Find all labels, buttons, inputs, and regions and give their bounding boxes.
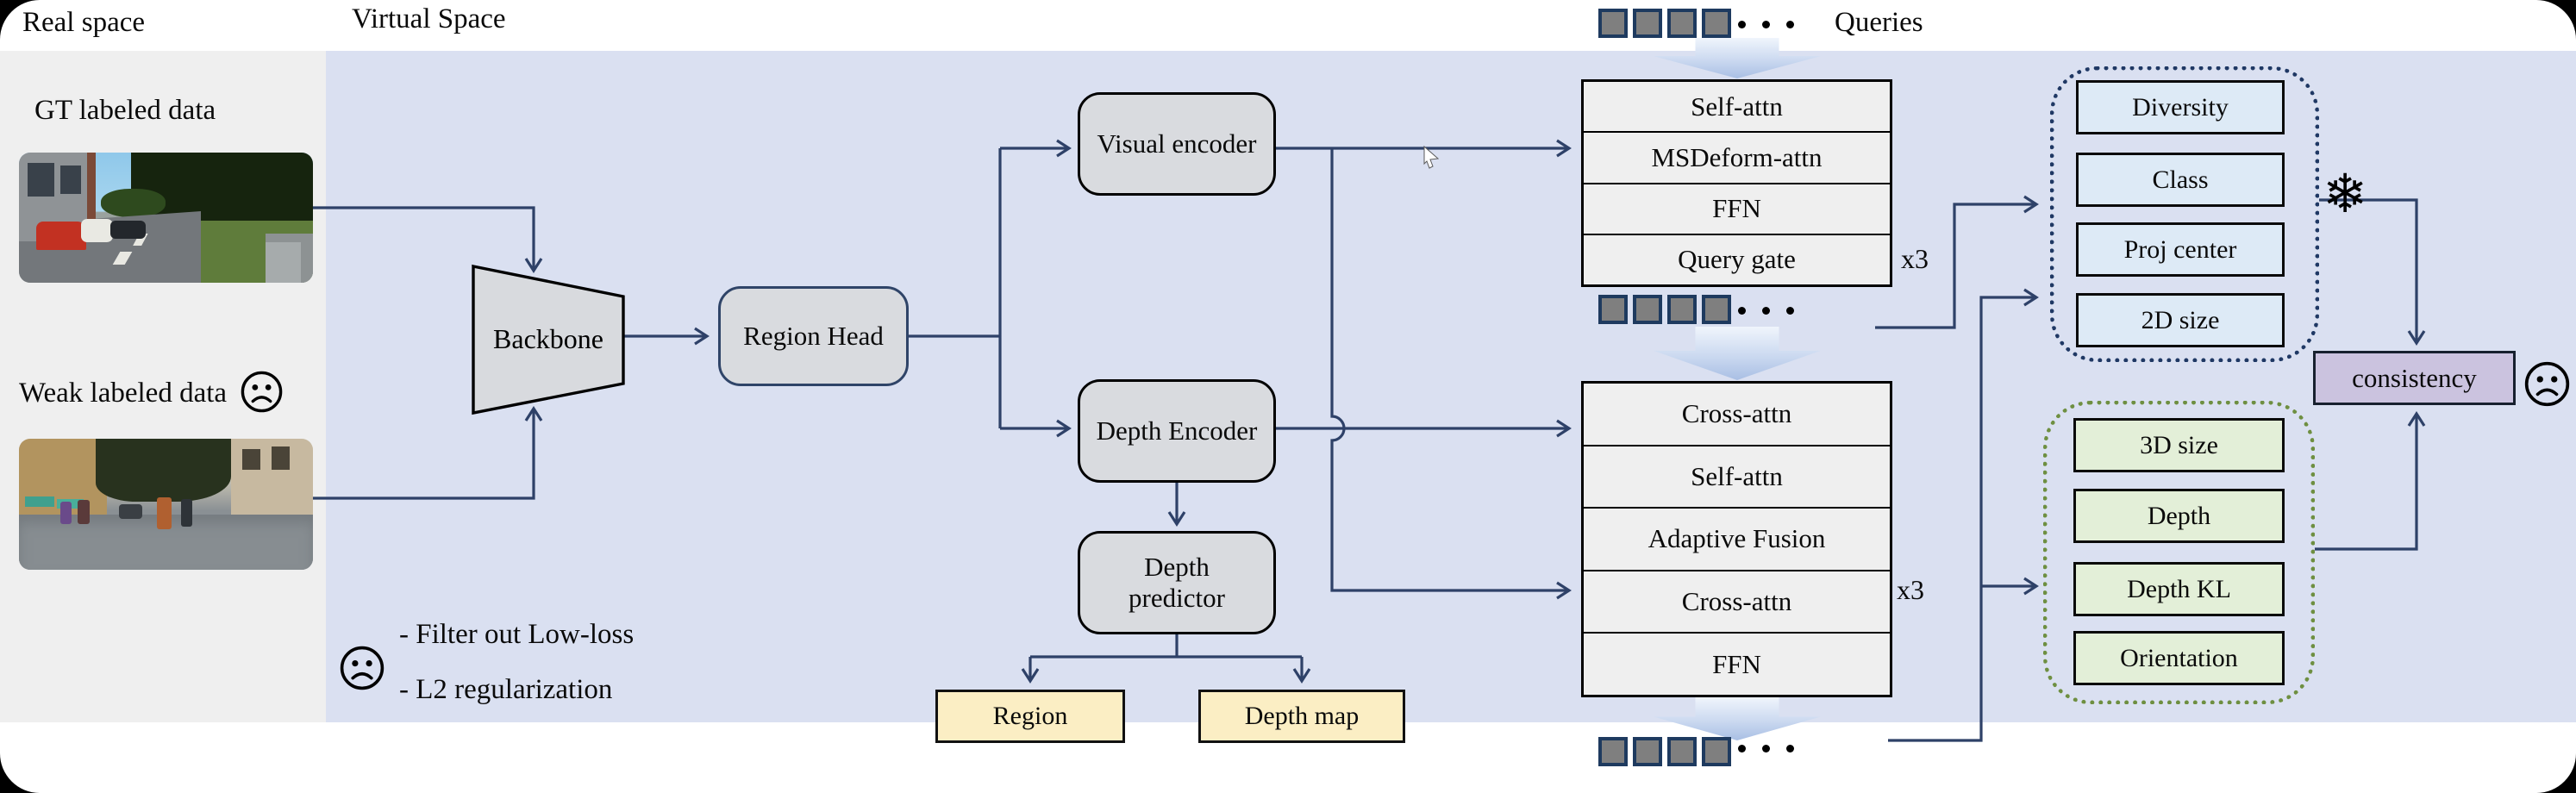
snowflake-icon: ❄ [2323, 162, 2367, 225]
fusion-block: Cross-attn Self-attn Adaptive Fusion Cro… [1581, 381, 1892, 697]
query-token [1702, 295, 1731, 324]
depth-map-output-box: Depth map [1198, 690, 1405, 743]
query-token [1598, 9, 1628, 38]
head-class: Class [2076, 153, 2285, 207]
region-output-box: Region [935, 690, 1125, 743]
query-tokens-mid [1598, 295, 1731, 324]
weak-person2 [78, 500, 90, 524]
decoder-row-query-gate: Query gate [1584, 233, 1890, 284]
sad-face-icon [241, 371, 283, 413]
head-3d-size: 3D size [2073, 418, 2285, 472]
note-l2-regularization: - L2 regularization [399, 674, 613, 705]
query-token [1702, 9, 1731, 38]
query-tokens-input [1598, 9, 1731, 38]
query-token [1633, 9, 1662, 38]
gt-window2 [59, 165, 81, 195]
backbone-shape [472, 264, 625, 415]
decoder-repeat-label: x3 [1901, 243, 1929, 274]
head-proj-center: Proj center [2076, 222, 2285, 277]
query-token [1667, 9, 1697, 38]
fusion-row-ffn: FFN [1584, 632, 1890, 695]
fusion-row-cross-attn-1: Cross-attn [1681, 398, 1792, 429]
gt-steps [266, 233, 313, 283]
gt-data-label: GT labeled data [34, 95, 216, 126]
real-space-label: Real space [22, 7, 146, 38]
query-token [1667, 737, 1697, 766]
head-orientation: Orientation [2073, 631, 2285, 685]
weak-crowd [118, 504, 143, 519]
visual-encoder-node: Visual encoder [1078, 92, 1276, 196]
heads-3d-group [2043, 401, 2315, 704]
weak-person4 [180, 498, 193, 527]
gt-image [19, 153, 313, 283]
decoder-row-self-attn: Self-attn [1691, 91, 1783, 122]
fusion-repeat-label: x3 [1897, 574, 1924, 605]
decoder-row-msdeform-attn: MSDeform-attn [1584, 131, 1890, 182]
gt-window1 [28, 163, 54, 197]
wire-regionhead-split [909, 148, 1002, 428]
head-diversity: Diversity [2076, 80, 2285, 134]
weak-person1 [59, 501, 72, 524]
decoder-block: Self-attn MSDeform-attn FFN Query gate [1581, 79, 1892, 287]
weak-window1 [242, 449, 260, 471]
wire-fusion-to-2d-heads [1888, 288, 2039, 742]
weak-awning1 [24, 496, 54, 508]
region-head-node: Region Head [718, 286, 909, 386]
decoder-row-ffn: FFN [1584, 182, 1890, 234]
wire-visual-branch-to-crossattn [1330, 148, 1572, 600]
head-2d-size: 2D size [2076, 293, 2285, 347]
weak-data-label: Weak labeled data [19, 378, 228, 409]
heads-2d-group [2050, 66, 2319, 362]
wire-predictor-split [1030, 634, 1302, 659]
query-token [1598, 295, 1628, 324]
depth-predictor-node: Depth predictor [1078, 531, 1276, 634]
gt-white-van [80, 219, 114, 243]
wire-3dheads-to-consistency [2315, 411, 2426, 551]
head-depth: Depth [2073, 489, 2285, 543]
weak-image [19, 439, 313, 570]
ellipsis-dots [1738, 21, 1794, 28]
ellipsis-dots [1738, 307, 1794, 315]
query-token [1633, 295, 1662, 324]
weak-window2 [272, 446, 290, 471]
wire-2dheads-to-consistency [2319, 198, 2426, 346]
query-token [1633, 737, 1662, 766]
backbone-label: Backbone [493, 323, 603, 354]
gt-red-van [36, 222, 87, 251]
fusion-row-cross-attn-2: Cross-attn [1584, 569, 1890, 633]
wire-gt-to-backbone [313, 206, 543, 273]
sad-face-icon [2524, 361, 2570, 407]
depth-encoder-node: Depth Encoder [1078, 379, 1276, 483]
wire-weak-to-backbone [313, 406, 543, 500]
sad-face-icon [340, 646, 385, 690]
gt-trees-center [101, 189, 166, 218]
gt-dark-cars [109, 220, 146, 239]
ellipsis-dots [1738, 745, 1794, 752]
weak-person3 [157, 497, 172, 529]
query-tokens-output [1598, 737, 1731, 766]
fusion-row-adaptive-fusion: Adaptive Fusion [1584, 507, 1890, 570]
wire-decoder-to-2d-heads [1875, 195, 2039, 329]
consistency-box: consistency [2313, 351, 2516, 405]
mouse-cursor [1423, 145, 1440, 169]
note-filter-low-loss: - Filter out Low-loss [399, 619, 635, 650]
fusion-row-self-attn: Self-attn [1584, 444, 1890, 508]
query-token [1667, 295, 1697, 324]
query-token [1702, 737, 1731, 766]
head-depth-kl: Depth KL [2073, 562, 2285, 616]
query-token [1598, 737, 1628, 766]
queries-label: Queries [1835, 7, 1923, 38]
virtual-space-label: Virtual Space [352, 3, 506, 34]
weak-tree [95, 439, 231, 502]
